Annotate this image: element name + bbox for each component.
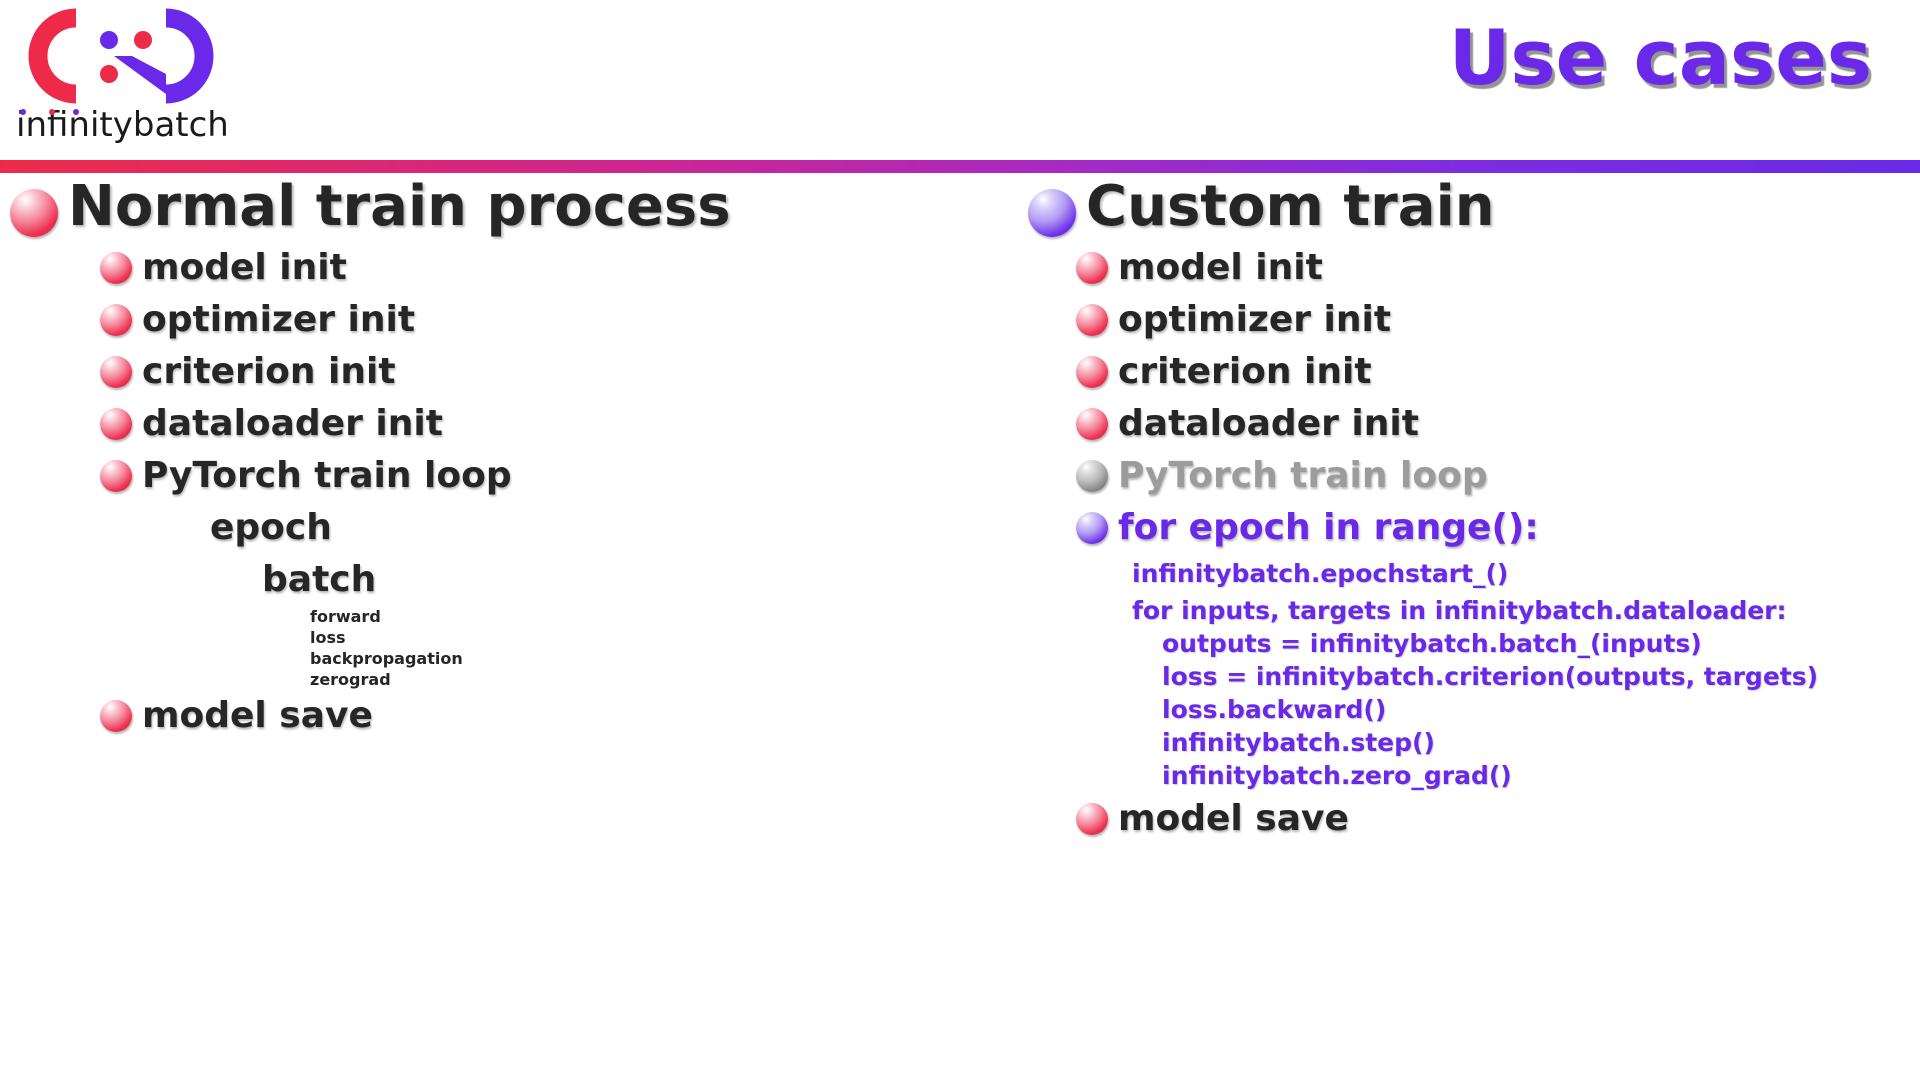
outline-item-label: loss = infinitybatch.criterion(outputs, …	[1162, 662, 1819, 691]
outline-item-label: for inputs, targets in infinitybatch.dat…	[1132, 596, 1787, 625]
outline-item: model save	[100, 691, 1010, 741]
outline-item-label: for epoch in range():	[1118, 507, 1539, 548]
bullet-gray-icon	[1076, 460, 1108, 492]
outline-item-label: dataloader init	[142, 403, 443, 444]
brand-wordmark-text: infinitybatch	[16, 105, 229, 145]
outline-item-label: epoch	[210, 507, 332, 548]
outline-item-label: PyTorch train loop	[142, 455, 512, 496]
outline-item: loss.backward()	[1162, 693, 1920, 726]
bullet-red-icon	[10, 189, 58, 237]
outline-item-label: criterion init	[1118, 351, 1372, 392]
outline-item: for inputs, targets in infinitybatch.dat…	[1132, 594, 1920, 627]
outline-item: outputs = infinitybatch.batch_(inputs)	[1162, 627, 1920, 660]
infinity-logo-icon	[28, 8, 214, 104]
bullet-red-icon	[1076, 356, 1108, 388]
outline-item: optimizer init	[100, 295, 1010, 345]
outline-item-label: backpropagation	[310, 649, 463, 668]
outline-item-label: optimizer init	[1118, 299, 1392, 340]
column-heading-normal-train-process: Normal train process	[10, 173, 1010, 241]
outline-item-label: zerograd	[310, 670, 391, 689]
outline-item-label: dataloader init	[1118, 403, 1419, 444]
bullet-purple-icon	[1076, 512, 1108, 544]
outline-item-label: loss.backward()	[1162, 695, 1387, 724]
outline-item-label: criterion init	[142, 351, 396, 392]
bullet-red-icon	[100, 460, 132, 492]
outline-item: PyTorch train loop	[1076, 451, 1920, 501]
outline-item-label: PyTorch train loop	[1118, 455, 1488, 496]
outline-item-label: infinitybatch.zero_grad()	[1162, 761, 1512, 790]
outline-item: model save	[1076, 794, 1920, 844]
page-title: Use cases	[1448, 13, 1872, 102]
outline-item-label: outputs = infinitybatch.batch_(inputs)	[1162, 629, 1702, 658]
outline-item: dataloader init	[100, 399, 1010, 449]
outline-item-label: model save	[1118, 798, 1349, 839]
outline-item: model init	[100, 243, 1010, 293]
bullet-red-icon	[1076, 803, 1108, 835]
outline-item: criterion init	[100, 347, 1010, 397]
slide-header: infinitybatch Use cases	[0, 0, 1920, 160]
outline-item: optimizer init	[1076, 295, 1920, 345]
column-normal-train-process: Normal train process model init optimizer …	[0, 173, 1010, 741]
bullet-purple-icon	[1028, 189, 1076, 237]
outline-item-label: model init	[142, 247, 347, 288]
bullet-red-icon	[1076, 304, 1108, 336]
outline-item-label: infinitybatch.epochstart_()	[1132, 559, 1509, 588]
content-columns: Normal train process model init optimizer …	[0, 173, 1920, 1073]
bullet-red-icon	[1076, 408, 1108, 440]
bullet-red-icon	[100, 356, 132, 388]
brand-logo-block: infinitybatch	[14, 4, 254, 146]
outline-item-label: forward	[310, 607, 381, 626]
outline-item-label: batch	[262, 559, 377, 600]
column-heading-label: Custom train	[1086, 174, 1495, 239]
outline-item: infinitybatch.epochstart_()	[1132, 557, 1920, 590]
bullet-red-icon	[100, 408, 132, 440]
column-heading-label: Normal train process	[68, 174, 731, 239]
outline-item: infinitybatch.zero_grad()	[1162, 759, 1920, 792]
outline-item: backpropagation	[310, 649, 1010, 668]
bullet-red-icon	[100, 304, 132, 336]
bullet-red-icon	[1076, 252, 1108, 284]
brand-wordmark: infinitybatch	[16, 105, 229, 145]
outline-item: for epoch in range():	[1076, 503, 1920, 553]
header-divider-bar	[0, 160, 1920, 173]
outline-item: loss	[310, 628, 1010, 647]
outline-item-label: model init	[1118, 247, 1323, 288]
outline-item-label: model save	[142, 695, 373, 736]
outline-item: criterion init	[1076, 347, 1920, 397]
outline-item: PyTorch train loop	[100, 451, 1010, 501]
outline-item-label: loss	[310, 628, 346, 647]
outline-item: infinitybatch.step()	[1162, 726, 1920, 759]
bullet-red-icon	[100, 252, 132, 284]
outline-item-label: optimizer init	[142, 299, 416, 340]
outline-item: zerograd	[310, 670, 1010, 689]
bullet-red-icon	[100, 700, 132, 732]
outline-item: model init	[1076, 243, 1920, 293]
column-heading-custom-train: Custom train	[1028, 173, 1920, 241]
outline-item: batch	[262, 555, 1010, 605]
column-custom-train: Custom train model init optimizer init crit…	[1010, 173, 1920, 844]
outline-item-label: infinitybatch.step()	[1162, 728, 1435, 757]
outline-item: epoch	[210, 503, 1010, 553]
outline-item: dataloader init	[1076, 399, 1920, 449]
outline-item: forward	[310, 607, 1010, 626]
outline-item: loss = infinitybatch.criterion(outputs, …	[1162, 660, 1920, 693]
